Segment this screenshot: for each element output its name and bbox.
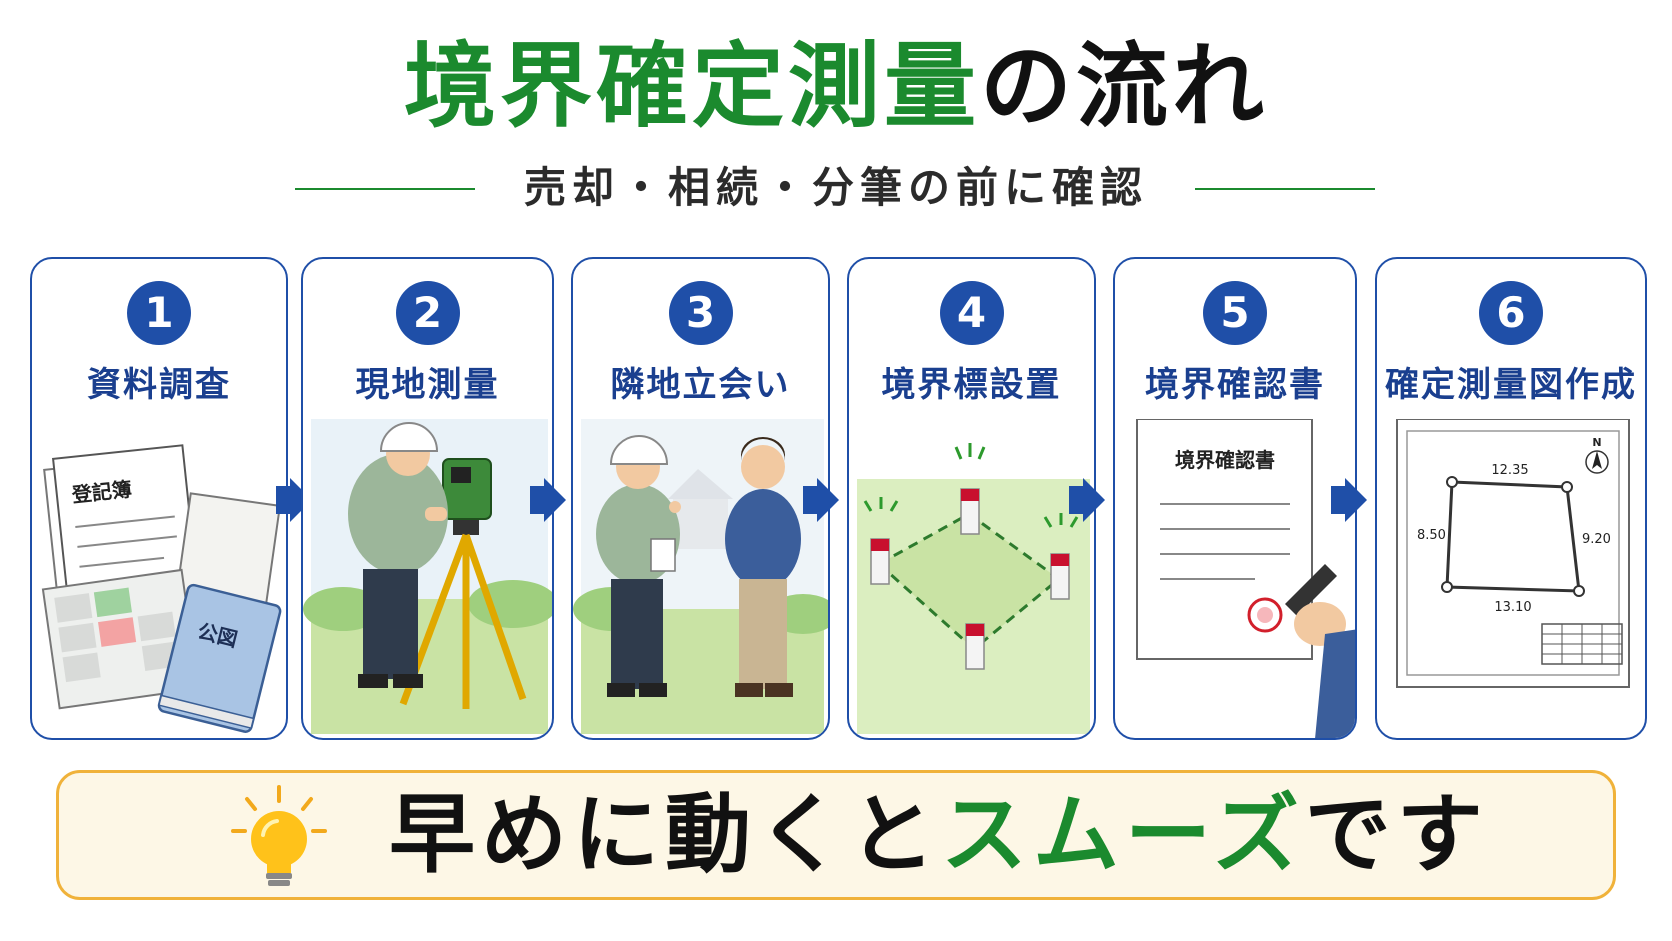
step-number: 2 <box>395 281 460 345</box>
step-label: 確定測量図作成 <box>1385 365 1637 405</box>
step-number: 1 <box>127 281 191 345</box>
subtitle-line-left <box>295 188 475 190</box>
page-title: 境界確定測量の流れ <box>0 22 1672 152</box>
step-card-3: 3 隣地立会い <box>571 257 830 740</box>
step-label: 資料調査 <box>87 365 231 405</box>
arrow-right-icon <box>803 478 839 522</box>
title-main: 境界確定測量 <box>403 33 980 140</box>
doc-title-confirmation: 境界確認書 <box>1175 448 1275 472</box>
documents-illustration: 登記簿 公図 <box>41 444 282 733</box>
dimension-top: 12.35 <box>1491 463 1528 478</box>
step-label: 現地測量 <box>355 365 500 405</box>
step-card-2: 2 現地測量 <box>301 257 554 740</box>
tip-banner: 早めに動くとスムーズです <box>56 770 1616 900</box>
subtitle-line-right <box>1195 188 1375 190</box>
arrow-right-icon <box>1069 478 1105 522</box>
step-label: 隣地立会い <box>610 365 791 405</box>
neighbor-meeting-illustration <box>573 419 828 734</box>
step-card-6: 6 確定測量図作成 12.35 8.50 9.20 13.10 N <box>1375 257 1647 740</box>
survey-map-illustration: 12.35 8.50 9.20 13.10 N <box>1396 419 1630 688</box>
confirmation-document-illustration: 境界確認書 <box>1136 419 1355 738</box>
subtitle-row: 売却・相続・分筆の前に確認 <box>0 160 1672 216</box>
dimension-right: 9.20 <box>1582 532 1611 547</box>
step-number: 4 <box>939 281 1004 345</box>
boundary-markers-illustration <box>857 443 1090 734</box>
step-number: 5 <box>1203 281 1267 345</box>
step-label: 境界標設置 <box>881 365 1062 405</box>
step-card-1: 1 資料調査 登記簿 公図 <box>30 257 288 740</box>
arrow-right-icon <box>1331 478 1367 522</box>
step-card-5: 5 境界確認書 境界確認書 <box>1113 257 1357 740</box>
north-label: N <box>1592 436 1601 449</box>
surveyor-illustration <box>303 419 552 734</box>
north-arrow-icon <box>1585 450 1609 474</box>
banner-message: 早めに動くとスムーズです <box>389 773 1489 897</box>
step-number: 6 <box>1479 281 1543 345</box>
step-card-4: 4 境界標設置 <box>847 257 1096 740</box>
banner-highlight: スムーズ <box>941 785 1305 885</box>
arrow-right-icon <box>276 478 312 522</box>
subtitle: 売却・相続・分筆の前に確認 <box>523 163 1148 212</box>
banner-text-2: です <box>1304 785 1489 885</box>
lightbulb-icon <box>231 785 327 886</box>
title-suffix: の流れ <box>980 33 1269 140</box>
step-label: 境界確認書 <box>1145 365 1325 405</box>
step-number: 3 <box>668 281 733 345</box>
dimension-left: 8.50 <box>1417 528 1446 543</box>
dimension-bottom: 13.10 <box>1494 600 1531 615</box>
arrow-right-icon <box>530 478 566 522</box>
banner-text-1: 早めに動くと <box>389 785 941 885</box>
